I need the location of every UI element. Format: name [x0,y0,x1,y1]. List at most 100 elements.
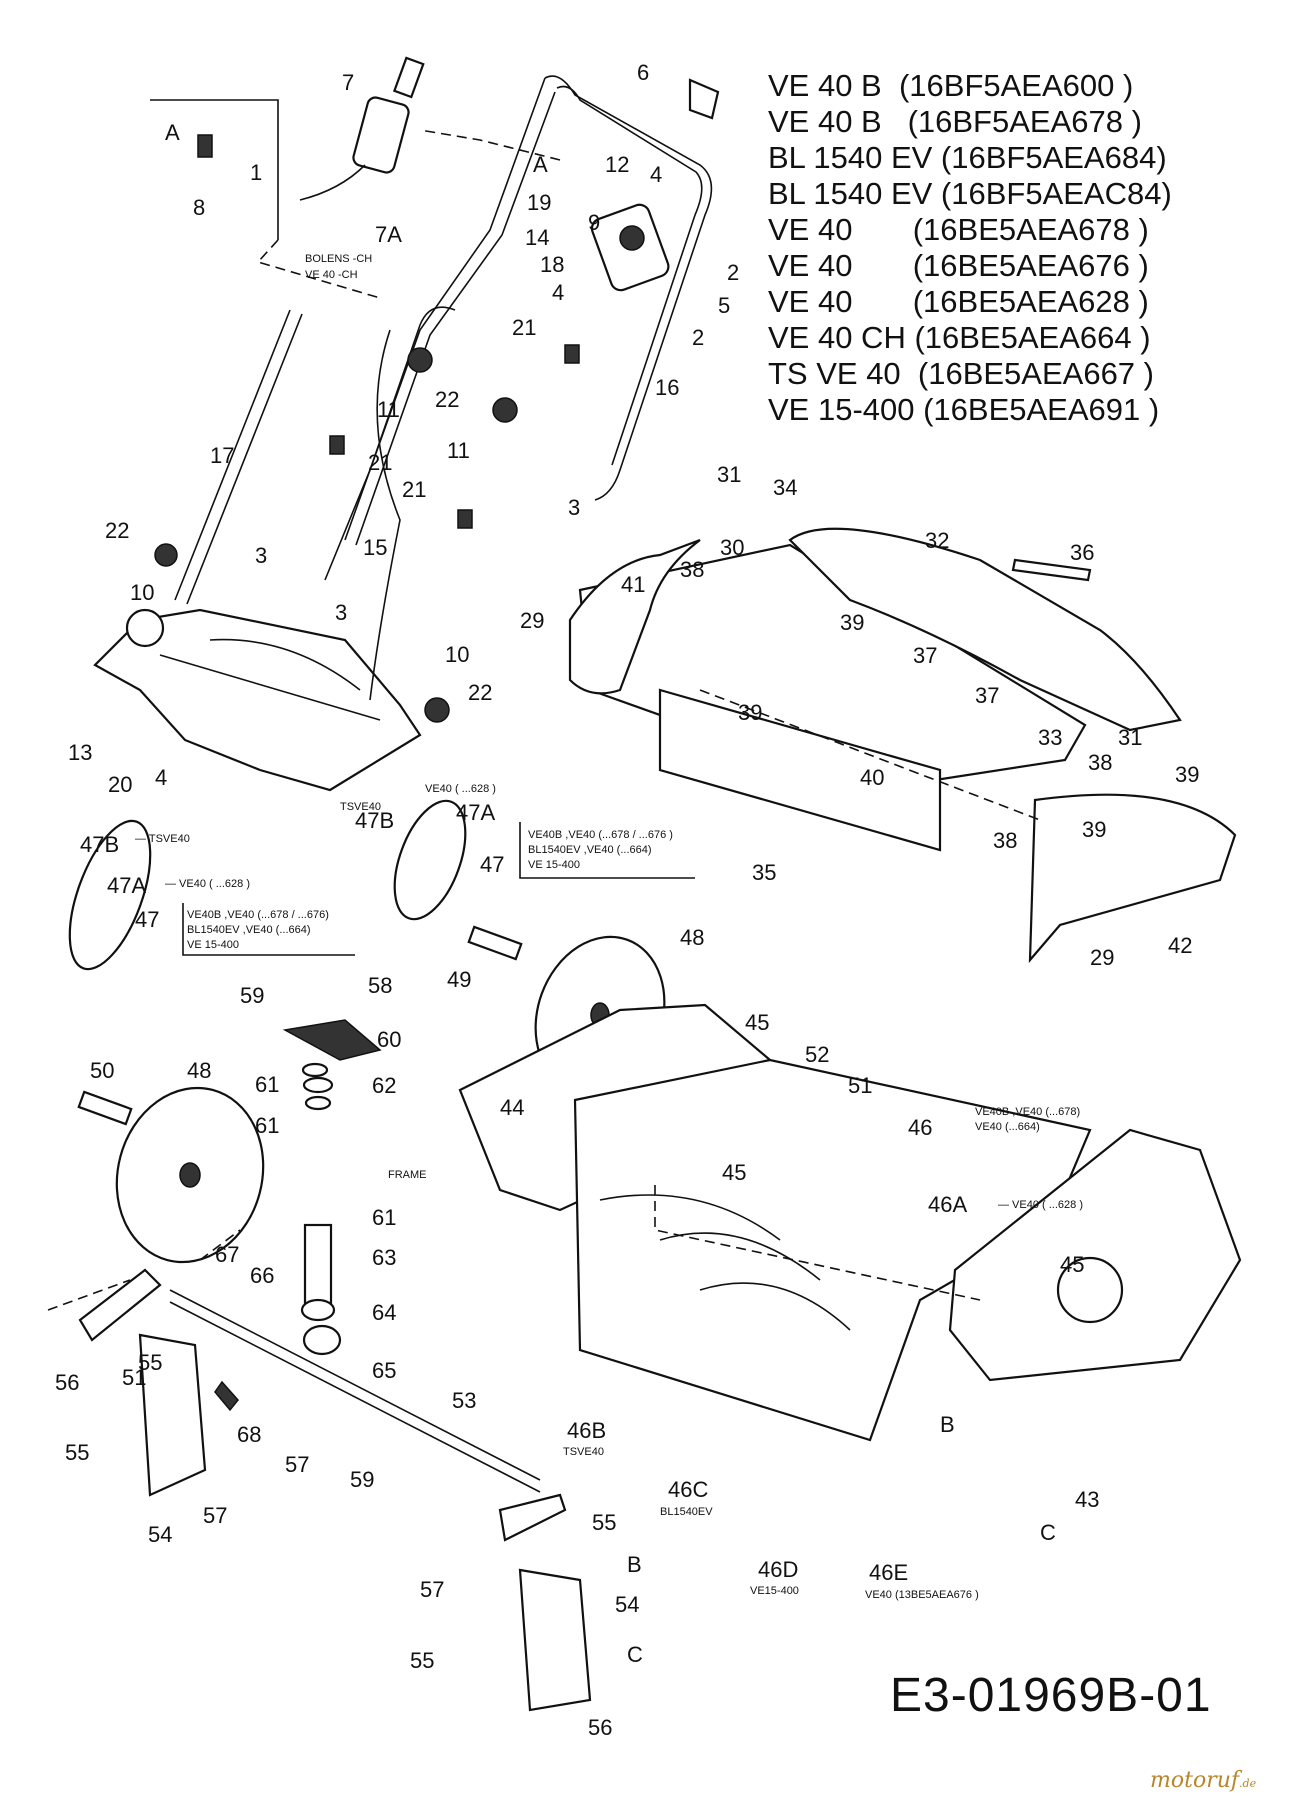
deck-rib [599,1194,781,1241]
callout: 60 [377,1027,401,1052]
note-46c: BL1540EV [660,1506,713,1518]
callout: 54 [615,1592,639,1617]
callout: 38 [680,557,704,582]
cable-lower [209,638,361,691]
nut-62 [302,1076,334,1094]
callout: 10 [445,642,469,667]
callout: 58 [368,973,392,998]
callout: 15 [363,535,387,560]
note-box-2-line: VE40B ,VE40 (...678 / ...676) [187,909,329,921]
callout: C [1040,1520,1056,1545]
callout: 44 [500,1095,524,1120]
callout: 63 [372,1245,396,1270]
callout: 16 [655,375,679,400]
hub-43 [1056,1256,1124,1324]
callout: 40 [860,765,884,790]
callout: 47A [456,800,495,825]
callout: 49 [447,967,471,992]
callout: 47B [355,808,394,833]
wheel-hub [179,1162,201,1188]
bracket-54-right [518,1568,592,1712]
callout: 21 [368,450,392,475]
knob [407,347,433,373]
drawing-code: E3-01969B-01 [890,1669,1212,1722]
callout: B [627,1552,642,1577]
grip-cap [688,78,720,120]
lower-handle-left-inner [186,313,303,605]
upper-handle-left-inner [355,91,556,546]
callout: 7 [342,70,354,95]
callout: 17 [210,443,234,468]
callout: 12 [605,152,629,177]
variant-notes: BOLENS -CH VE 40 -CH TSVE40 — TSVE40 VE4… [135,253,1083,1601]
deck-assembly [458,1003,1242,1442]
callout: 13 [68,740,92,765]
callout: C [627,1642,643,1667]
note-box-2 [182,903,355,956]
callout: 4 [650,162,662,187]
roller-32 [788,527,1182,732]
callout: 22 [105,518,129,543]
bushing-64 [300,1298,336,1322]
callout: 64 [372,1300,396,1325]
callout: 39 [840,610,864,635]
callout: 7A [375,222,402,247]
lever-left [78,1268,162,1342]
brand-logo[interactable]: motoruf.de [1150,1768,1256,1793]
callout: 11 [377,397,400,422]
deck-rib [699,1282,851,1331]
plug-cord [299,164,366,201]
callout: 56 [588,1715,612,1740]
height-adjuster-stack [282,1019,382,1356]
callout: 61 [372,1205,396,1230]
callout: 22 [468,680,492,705]
callout: 22 [435,387,459,412]
callout: 43 [1075,1487,1099,1512]
note-46b: TSVE40 [563,1446,604,1458]
knob [424,697,450,723]
callout: 47 [135,907,159,932]
axle-bolt-50 [77,1090,133,1126]
dash-left [47,1279,131,1311]
callout: 66 [250,1263,274,1288]
note-box-1-line: VE 15-400 [528,859,580,871]
rear-cover-assembly [568,527,1237,964]
callout: 4 [552,280,564,305]
callout: 48 [187,1058,211,1083]
callout: 2 [692,325,704,350]
model-row: VE 15-400 (16BE5AEA691 ) [768,392,1160,427]
callout: 62 [372,1073,396,1098]
axle-bolt-49 [467,925,523,961]
axle-assembly [47,1229,592,1712]
note-46: VE40B ,VE40 (...678) [975,1106,1080,1118]
callout: 48 [680,925,704,950]
upper-handle [544,75,713,501]
callout: 14 [525,225,549,250]
callout: 46A [928,1192,967,1217]
callout: A [533,152,548,177]
note-ve40-ch: VE 40 -CH [305,269,358,281]
axle-53 [169,1289,541,1481]
callout: 45 [722,1160,746,1185]
callout: 3 [335,600,347,625]
callout: 38 [993,828,1017,853]
callout: 45 [1060,1252,1084,1277]
lever-right [498,1493,567,1542]
callout: 55 [592,1510,616,1535]
callout: 37 [975,683,999,708]
side-frame-43 [948,1128,1242,1382]
knob [492,397,518,423]
callout: 53 [452,1388,476,1413]
note-tsve40: TSVE40 [340,801,381,813]
callout: 51 [848,1073,872,1098]
callout: 21 [512,315,536,340]
note-box-1-line: BL1540EV ,VE40 (...664) [528,844,652,856]
callout: 65 [372,1358,396,1383]
handle-assembly [93,56,720,792]
callout: 57 [203,1503,227,1528]
callout: 61 [255,1072,279,1097]
note-tsve40: — TSVE40 [135,833,190,845]
callout: 39 [1175,762,1199,787]
callout: 46B [567,1418,606,1443]
callout: 47B [80,832,119,857]
